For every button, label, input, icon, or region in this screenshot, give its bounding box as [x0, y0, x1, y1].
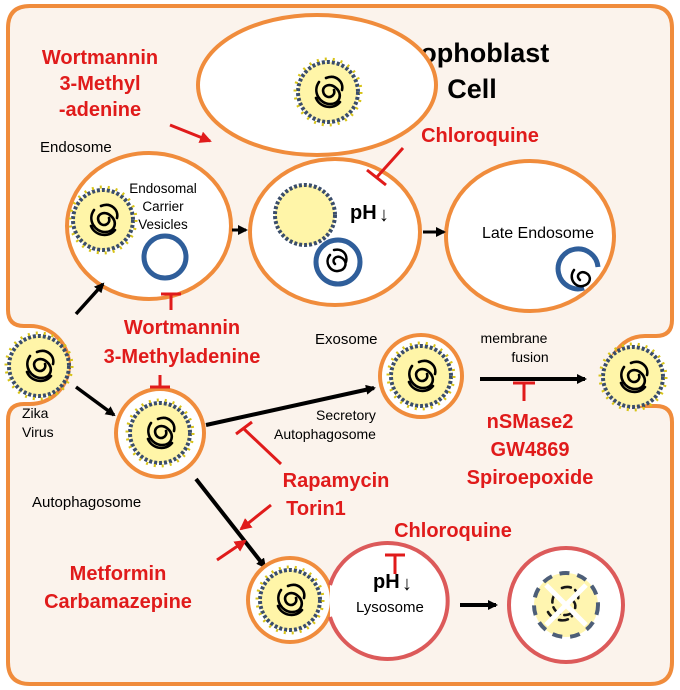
drug-wortmannin-top: Wortmannin	[42, 47, 158, 69]
drug-adenine-top: -adenine	[59, 99, 141, 121]
secretory-label-2: Autophagosome	[274, 426, 376, 442]
cell-title-line2: Cell	[447, 74, 497, 104]
degraded-virus	[532, 571, 600, 639]
arrow-virus-to-autophagosome	[74, 385, 116, 417]
drug-3-methyladenine-mid: 3-Methyladenine	[104, 346, 261, 368]
drug-nsmase2: nSMase2	[487, 411, 574, 433]
membrane-label: membrane	[481, 330, 548, 346]
carrier-label-1: Endosomal	[129, 181, 197, 196]
secretory-label-1: Secretory	[316, 407, 376, 423]
fusing-vesicle	[273, 183, 337, 247]
endosomal-carrier-vesicle	[141, 233, 189, 281]
inhibitor-marks	[150, 123, 535, 574]
carrier-label-2: Carrier	[142, 199, 184, 214]
ph-label-top: pH	[350, 202, 377, 224]
late-endosome-rna	[570, 268, 592, 288]
drug-3-methyl-top: 3-Methyl	[59, 73, 140, 95]
carrier-label-3: Vesicles	[138, 217, 188, 232]
ph-label-bottom: pH	[373, 571, 400, 593]
exosome-label: Exosome	[315, 331, 378, 348]
fusion-label: fusion	[511, 349, 548, 365]
drug-wortmannin-mid: Wortmannin	[124, 317, 240, 339]
drug-torin1: Torin1	[286, 498, 346, 520]
drug-rapamycin: Rapamycin	[283, 470, 390, 492]
arrow-virus-to-endosome	[74, 282, 105, 316]
lysosome-label: Lysosome	[356, 599, 424, 616]
autophagosome-label: Autophagosome	[32, 494, 141, 511]
drug-carbamazepine: Carbamazepine	[44, 591, 192, 613]
late-endosome-carrier	[555, 246, 601, 292]
uncoated-vesicle	[313, 237, 363, 287]
uncoated-rna	[326, 248, 348, 273]
lysosome	[328, 541, 450, 661]
drug-chloroquine-top: Chloroquine	[421, 125, 539, 147]
ph-down-arrow-top: ↓	[379, 204, 389, 226]
drug-spiroepoxide: Spiroepoxide	[467, 467, 594, 489]
arrow-autophagosome-to-lysosome	[194, 477, 267, 569]
ph-down-arrow-bottom: ↓	[402, 573, 412, 595]
late-endosome-label: Late Endosome	[482, 225, 594, 242]
drug-metformin: Metformin	[70, 563, 167, 585]
drug-gw4869: GW4869	[491, 439, 570, 461]
zika-label-1: Zika	[22, 405, 49, 421]
endosome-label: Endosome	[40, 139, 112, 156]
drug-chloroquine-bottom: Chloroquine	[394, 520, 512, 542]
zika-label-2: Virus	[22, 424, 54, 440]
arrow-secretory-path	[205, 384, 376, 427]
